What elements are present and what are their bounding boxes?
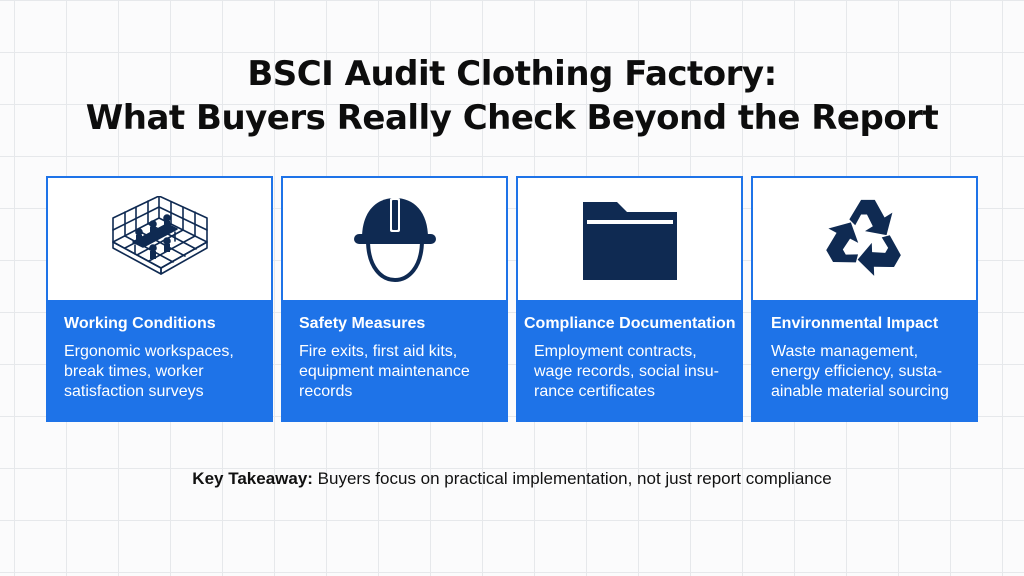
card-description-line: Ergonomic workspaces, (64, 343, 234, 360)
card-description-line: rance certificates (534, 383, 655, 400)
card-description-line: Fire exits, first aid kits, (299, 343, 458, 360)
hard-hat-icon (353, 198, 436, 283)
card-icon-area (753, 178, 976, 300)
key-takeaway: Key Takeaway: Buyers focus on practical … (0, 468, 1024, 490)
card-description-line: satisfaction surveys (64, 383, 204, 400)
card-description-line: records (299, 383, 353, 400)
card-description-line: wage records, social insu- (534, 363, 719, 380)
card-title: Environmental Impact (771, 315, 939, 332)
card-description-line: equipment maintenance (299, 363, 470, 380)
page-title-line-2: What Buyers Really Check Beyond the Repo… (85, 98, 939, 138)
card-description-line: break times, worker (64, 363, 204, 380)
card-text-area: Environmental Impact Waste management, e… (753, 300, 976, 420)
card-title: Safety Measures (299, 315, 426, 332)
recycle-icon (818, 199, 907, 283)
key-takeaway-text: Buyers focus on practical implementation… (312, 469, 832, 488)
card-icon-area (48, 178, 271, 300)
card-safety-measures: Safety Measures Fire exits, first aid ki… (281, 176, 508, 422)
card-description: Waste management, energy efficiency, sus… (771, 342, 962, 402)
page-title: BSCI Audit Clothing Factory: What Buyers… (0, 52, 1024, 140)
card-description-line: Employment contracts, (534, 343, 697, 360)
card-text-area: Compliance Documentation Employment cont… (518, 300, 741, 420)
card-description: Fire exits, first aid kits, equipment ma… (299, 342, 492, 402)
folder-icon (582, 202, 677, 280)
card-compliance-documentation: Compliance Documentation Employment cont… (516, 176, 743, 422)
factory-floor-icon (111, 196, 208, 275)
card-text-area: Safety Measures Fire exits, first aid ki… (283, 300, 506, 420)
card-title: Compliance Documentation (524, 315, 736, 332)
card-icon-area (518, 178, 741, 300)
card-description-line: energy efficiency, susta- (771, 363, 943, 380)
key-takeaway-label: Key Takeaway: (192, 469, 313, 488)
card-working-conditions: Working Conditions Ergonomic workspaces,… (46, 176, 273, 422)
card-description-line: ainable material sourcing (771, 383, 949, 400)
card-environmental-impact: Environmental Impact Waste management, e… (751, 176, 978, 422)
card-icon-area (283, 178, 506, 300)
page-title-line-1: BSCI Audit Clothing Factory: (247, 54, 777, 94)
card-description: Ergonomic workspaces, break times, worke… (64, 342, 257, 402)
card-title: Working Conditions (64, 315, 216, 332)
card-description: Employment contracts, wage records, soci… (524, 342, 727, 402)
card-text-area: Working Conditions Ergonomic workspaces,… (48, 300, 271, 420)
card-description-line: Waste management, (771, 343, 919, 360)
